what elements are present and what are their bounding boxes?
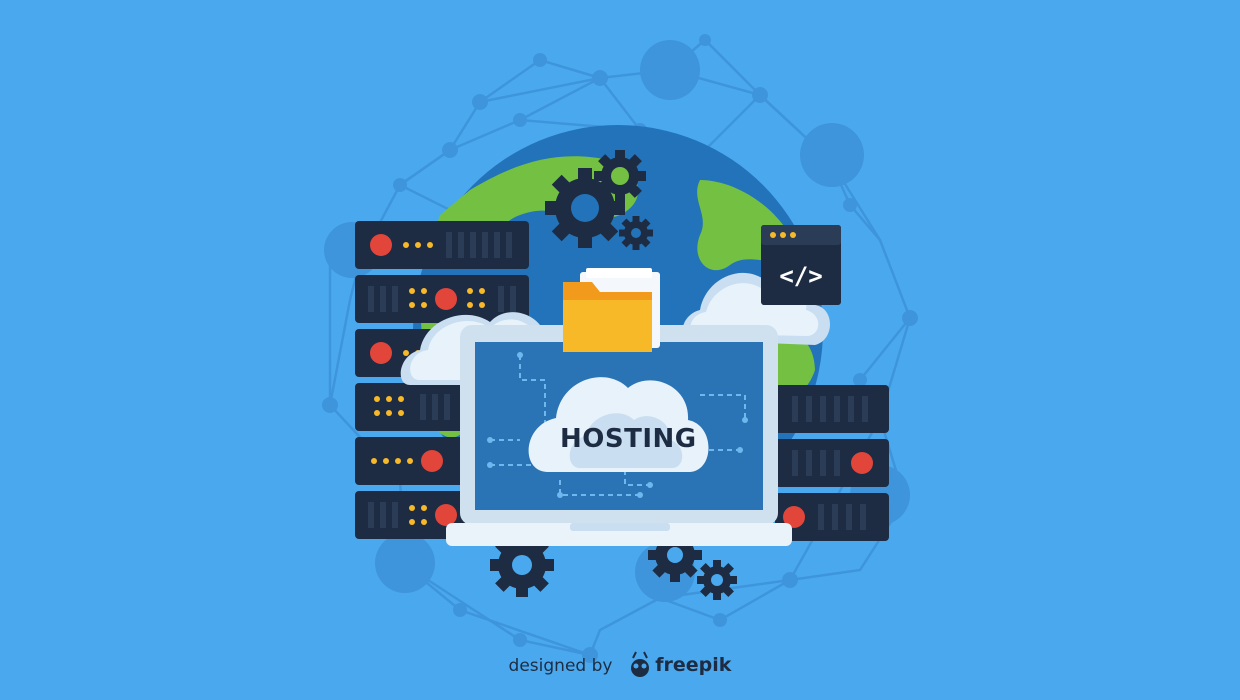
credit-brand: freepik [655,654,732,676]
credit-line: designed by freepik [0,654,1240,676]
server-rack-icon [775,385,889,541]
cloud-icon [528,377,709,472]
freepik-logo-spacer [624,658,646,674]
server-unit [775,439,889,487]
laptop-icon [446,325,792,546]
credit-prefix: designed by [508,656,613,676]
folder-icon [563,268,660,352]
server-unit [355,221,529,269]
server-unit [355,275,529,323]
code-symbol: </> [779,262,822,290]
code-window-icon: </> [761,225,841,305]
server-unit [775,493,889,541]
server-unit [775,385,889,433]
hosting-title: HOSTING [560,424,697,454]
freepik-logo-icon [631,651,649,677]
gear-icon [545,150,653,250]
